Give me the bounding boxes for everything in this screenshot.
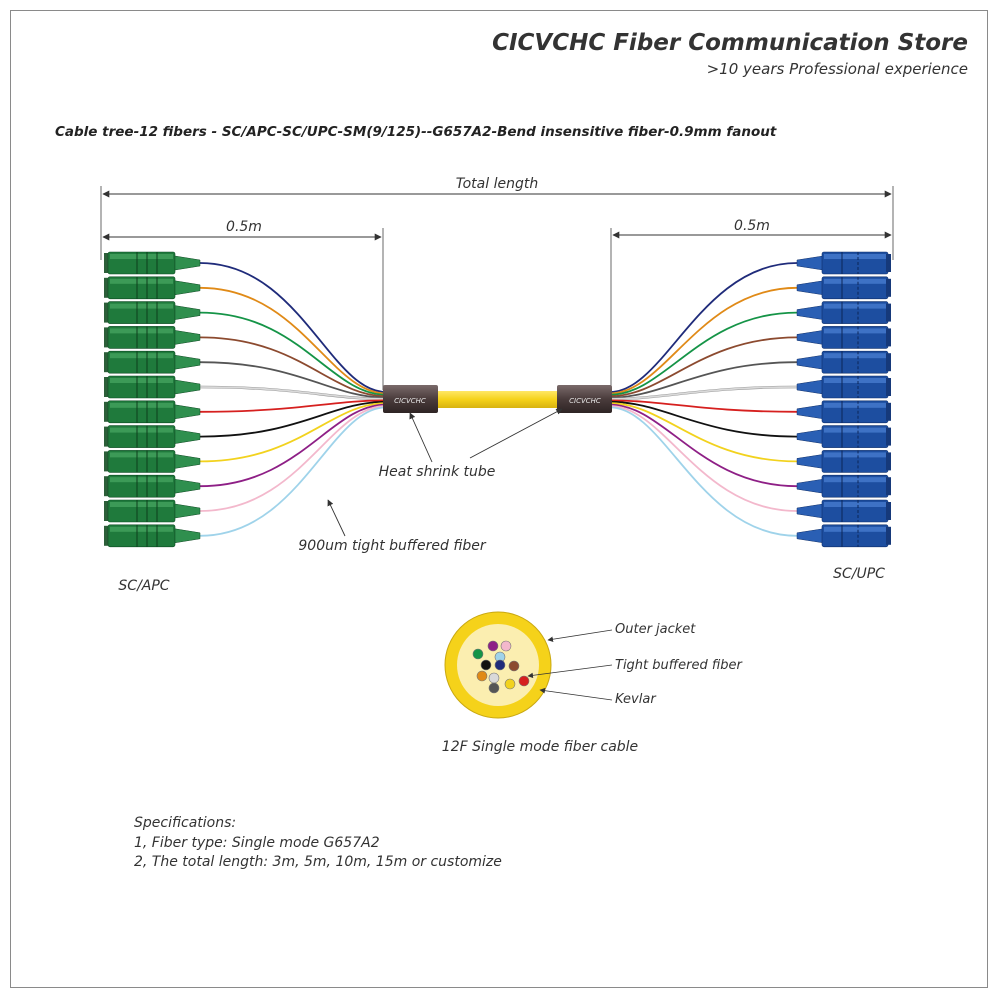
sc-apc-connector-2 [104,276,201,300]
left-connector-label: SC/APC [118,578,169,594]
right-connector-stack [796,251,891,548]
fiber-left-3 [199,311,387,396]
sc-upc-connector-1 [796,251,891,275]
cross-section-fiber-3 [472,648,484,660]
left-heat-shrink-tube [383,385,438,413]
outer-jacket-label: Outer jacket [615,622,696,637]
main-cable-jacket [435,391,561,408]
left-sleeve-print: CICVCHC [394,397,426,405]
sc-apc-connector-11 [104,499,201,523]
sc-apc-connector-6 [104,375,201,399]
left-fiber-bundle [199,262,387,537]
spec-heading: Specifications: [134,815,237,831]
sc-upc-connector-12 [796,524,891,548]
spec-item-1: 1, Fiber type: Single mode G657A2 [134,835,380,851]
right-fiber-bundle [609,262,798,537]
fiber-left-6 [199,386,387,400]
sc-apc-connector-5 [104,350,201,374]
fiber-right-5 [609,361,798,399]
right-connector-label: SC/UPC [833,566,885,582]
fiber-right-7 [609,399,798,413]
cross-section-fiber-7 [508,660,520,672]
outer-jacket-leader [547,629,613,642]
cross-section-fiber-8 [476,670,488,682]
cross-section-fiber-12 [488,682,500,694]
sc-apc-connector-10 [104,474,201,498]
fiber-right-8 [609,400,798,438]
store-title: CICVCHC Fiber Communication Store [492,30,968,56]
sc-apc-connector-8 [104,425,201,448]
cross-section-fiber-11 [518,675,530,687]
fiber-right-1 [609,262,798,393]
fiber-left-1 [199,262,387,393]
cross-section-fiber-6 [494,659,506,671]
heat-shrink-leader-right [469,408,563,459]
sc-upc-connector-8 [796,425,891,448]
cross-section-fiber-5 [480,659,492,671]
kevlar-leader [539,687,613,701]
fiber-right-10 [609,403,798,488]
tight-buffered-fiber-leader [527,664,613,679]
fiber-left-9 [199,402,387,463]
sc-apc-connector-3 [104,301,201,324]
spec-item-2: 2, The total length: 3m, 5m, 10m, 15m or… [134,854,502,870]
cross-section-fibers [472,640,530,694]
fiber-left-5 [199,361,387,399]
fiber-left-10 [199,403,387,488]
kevlar-label: Kevlar [615,692,657,707]
sc-upc-connector-2 [796,276,891,300]
image-frame [10,10,988,988]
sc-apc-connector-1 [104,251,201,275]
fiber-right-9 [609,402,798,463]
fiber-left-4 [199,336,387,398]
sc-upc-connector-11 [796,499,891,523]
right-heat-shrink-tube [557,385,612,413]
fiber-right-2 [609,286,798,395]
total-length-label: Total length [456,176,538,192]
fiber-left-7 [199,399,387,413]
tight-buffered-label: 900um tight buffered fiber [298,538,486,554]
fiber-right-6 [609,386,798,400]
sc-apc-connector-4 [104,326,201,349]
cross-section-caption: 12F Single mode fiber cable [442,739,638,755]
cable-cross-section [444,611,552,719]
sc-upc-connector-4 [796,326,891,349]
sc-upc-connector-5 [796,350,891,374]
heat-shrink-label: Heat shrink tube [379,464,496,480]
tight-buffered-fiber-label: Tight buffered fiber [615,658,744,673]
cross-section-fiber-2 [500,640,512,652]
sc-upc-connector-10 [796,474,891,498]
fiber-right-11 [609,405,798,512]
cross-section-fiber-9 [488,672,500,684]
sc-upc-connector-9 [796,450,891,473]
fiber-left-8 [199,400,387,438]
cross-section-fiber-1 [487,640,499,652]
sc-upc-connector-6 [796,375,891,399]
left-connector-stack [104,251,201,548]
fiber-right-12 [609,406,798,537]
heat-shrink-leader-left [409,412,433,463]
fiber-left-12 [199,406,387,537]
store-subtitle: >10 years Professional experience [706,60,968,78]
fiber-right-3 [609,311,798,396]
sc-upc-connector-7 [796,400,891,424]
fiber-left-11 [199,405,387,512]
sc-apc-connector-7 [104,400,201,424]
right-sleeve-print: CICVCHC [569,397,601,405]
fiber-left-2 [199,286,387,395]
tight-buffered-leader [327,499,346,537]
sc-apc-connector-12 [104,524,201,548]
cable-title: Cable tree-12 fibers - SC/APC-SC/UPC-SM(… [55,124,777,140]
right-fanout-label: 0.5m [734,218,770,234]
cross-section-fiber-10 [504,678,516,690]
fiber-right-4 [609,336,798,398]
sc-apc-connector-9 [104,450,201,473]
left-fanout-label: 0.5m [226,219,262,235]
sc-upc-connector-3 [796,301,891,324]
